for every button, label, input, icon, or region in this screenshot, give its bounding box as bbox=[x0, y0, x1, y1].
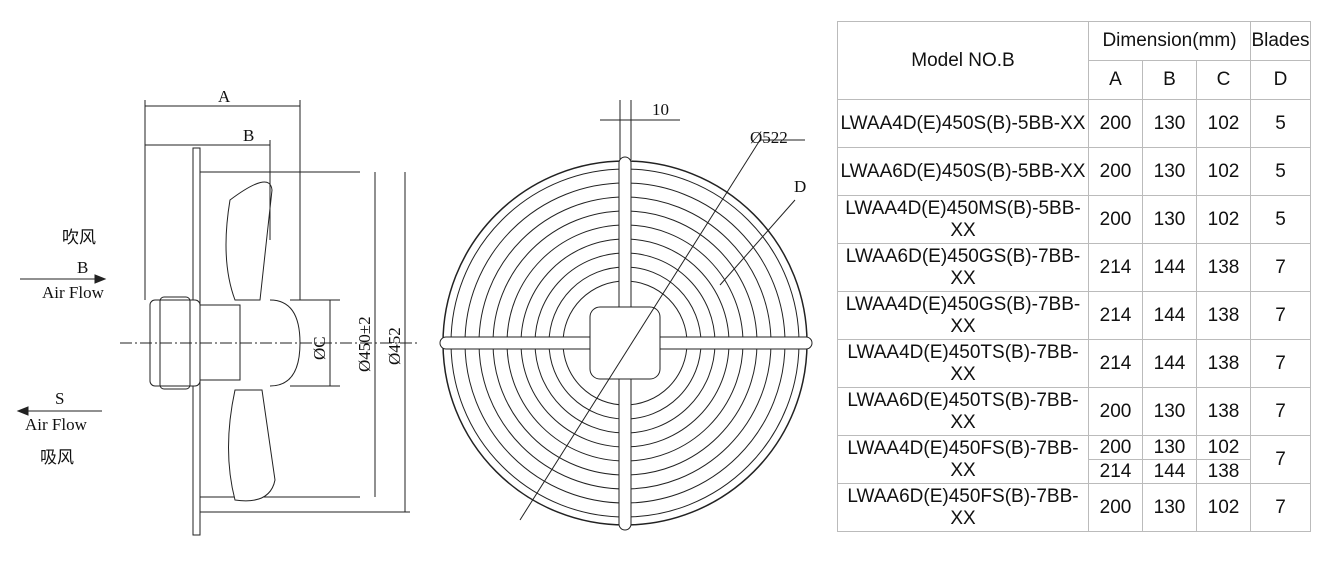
subheader-c: C bbox=[1196, 60, 1251, 100]
cell-d: 5 bbox=[1250, 195, 1311, 244]
dim-522-label: Ø522 bbox=[750, 128, 788, 147]
cell-a: 200 bbox=[1088, 483, 1143, 532]
motor-center bbox=[589, 306, 661, 380]
header-dimension: Dimension(mm) bbox=[1088, 21, 1251, 61]
dim-c-label: ØC bbox=[310, 336, 329, 360]
cell-model: LWAA6D(E)450FS(B)-7BB-XX bbox=[837, 483, 1089, 532]
cell-a: 200 bbox=[1089, 436, 1142, 460]
cell-a: 200 bbox=[1088, 387, 1143, 436]
cell-d: 7 bbox=[1250, 291, 1311, 340]
cell-a: 200 bbox=[1088, 99, 1143, 148]
cell-c: 138 bbox=[1196, 387, 1251, 436]
blow-letter: B bbox=[77, 258, 88, 277]
subheader-a: A bbox=[1088, 60, 1143, 100]
cell-model: LWAA4D(E)450MS(B)-5BB-XX bbox=[837, 195, 1089, 244]
cell-b: 130 bbox=[1142, 483, 1197, 532]
cell-c: 102 bbox=[1196, 147, 1251, 196]
cell-d: 7 bbox=[1250, 387, 1311, 436]
cell-c: 102 bbox=[1196, 483, 1251, 532]
cell-a: 214 bbox=[1088, 291, 1143, 340]
cell-model: LWAA6D(E)450TS(B)-7BB-XX bbox=[837, 387, 1089, 436]
cell-c: 138 bbox=[1196, 339, 1251, 388]
suck-cn-label: 吸风 bbox=[40, 448, 74, 467]
cell-d: 7 bbox=[1250, 339, 1311, 388]
cell-model: LWAA4D(E)450TS(B)-7BB-XX bbox=[837, 339, 1089, 388]
suck-label: Air Flow bbox=[25, 415, 88, 434]
front-view: 10 Ø522 D bbox=[439, 100, 813, 531]
model-dimension-table: Model NO.B Dimension(mm) Blades A B C D … bbox=[837, 21, 1311, 532]
dim-a-label: A bbox=[218, 87, 231, 106]
cell-c: 138 bbox=[1196, 291, 1251, 340]
cell-d: 7 bbox=[1250, 483, 1311, 532]
cell-b: 144 bbox=[1142, 339, 1197, 388]
cell-model: LWAA6D(E)450GS(B)-7BB-XX bbox=[837, 243, 1089, 292]
cell-b: 130 bbox=[1143, 436, 1196, 460]
suck-letter: S bbox=[55, 389, 64, 408]
cell-d: 5 bbox=[1250, 99, 1311, 148]
cell-c: 102 bbox=[1196, 195, 1251, 244]
blade bbox=[228, 389, 276, 502]
cell-c: 138 bbox=[1196, 243, 1251, 292]
header-blades: Blades bbox=[1250, 21, 1311, 61]
cell-b: 130 bbox=[1142, 99, 1197, 148]
cell-b2: 144 bbox=[1153, 461, 1186, 482]
subheader-b: B bbox=[1142, 60, 1197, 100]
cell-d: 7 bbox=[1250, 243, 1311, 292]
cell-b: 130 bbox=[1142, 387, 1197, 436]
dim-452-label: Ø452 bbox=[385, 327, 404, 365]
cell-b: 130 bbox=[1142, 195, 1197, 244]
blade bbox=[225, 181, 273, 301]
blow-label: Air Flow bbox=[42, 283, 105, 302]
cell-b: 130 bbox=[1142, 147, 1197, 196]
dim-b-label: B bbox=[243, 126, 254, 145]
cell-a: 214 bbox=[1088, 339, 1143, 388]
cell-d: 7 bbox=[1250, 435, 1311, 484]
cell-b: 144 bbox=[1142, 291, 1197, 340]
fan-drawings: A B ØC Ø450±2 Ø452 吹风 B Air Flow S Air F… bbox=[16, 87, 813, 536]
cell-a: 200 bbox=[1088, 147, 1143, 196]
cell-a: 200 bbox=[1088, 195, 1143, 244]
side-view: A B ØC Ø450±2 Ø452 吹风 B Air Flow S Air F… bbox=[16, 87, 420, 536]
cell-a: 214 bbox=[1088, 243, 1143, 292]
cell-d: 5 bbox=[1250, 147, 1311, 196]
dim-d-label: D bbox=[794, 177, 806, 196]
cell-c2: 138 bbox=[1207, 461, 1240, 482]
dim-10-label: 10 bbox=[652, 100, 669, 119]
cell-a2: 214 bbox=[1099, 461, 1132, 482]
subheader-d: D bbox=[1250, 60, 1311, 100]
cell-c: 102 bbox=[1196, 99, 1251, 148]
dim-450-label: Ø450±2 bbox=[355, 316, 374, 372]
blow-cn-label: 吹风 bbox=[62, 228, 96, 247]
cell-model: LWAA4D(E)450GS(B)-7BB-XX bbox=[837, 291, 1089, 340]
cell-c: 102 bbox=[1197, 436, 1250, 460]
cell-model: LWAA4D(E)450FS(B)-7BB-XX bbox=[837, 435, 1089, 484]
cell-model: LWAA4D(E)450S(B)-5BB-XX bbox=[837, 99, 1089, 148]
cell-b: 144 bbox=[1142, 243, 1197, 292]
header-model: Model NO.B bbox=[837, 21, 1089, 100]
cell-model: LWAA6D(E)450S(B)-5BB-XX bbox=[837, 147, 1089, 196]
